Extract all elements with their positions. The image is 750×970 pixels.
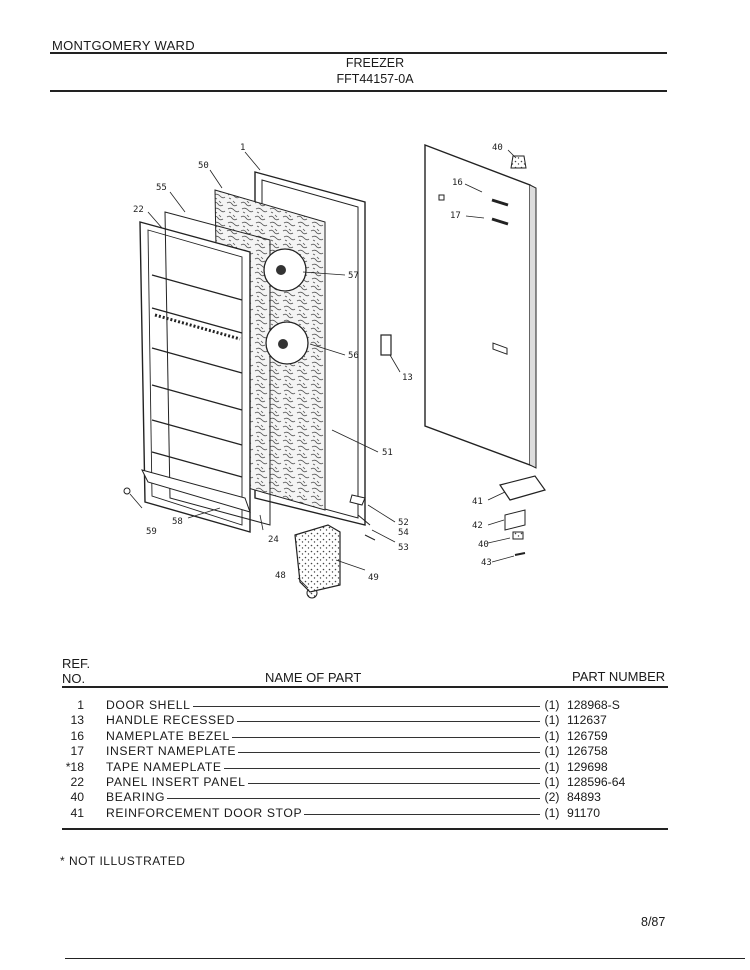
ref-no: 1 [77,698,84,712]
ref-no: 13 [70,713,84,728]
revision-date: 8/87 [641,915,666,929]
callout: 22 [133,205,144,215]
callout: 54 [398,528,409,538]
table-bottom-rule [62,828,668,830]
part-name: BEARING [106,790,168,805]
callout: 43 [481,558,492,568]
part-number: 128596-64 [567,774,626,789]
part-number: 126758 [567,744,608,759]
part-number: 128968-S [567,698,620,712]
quantity: (1) [540,774,564,789]
part-name: PANEL INSERT PANEL [106,774,248,789]
col-head-no: NO. [62,671,86,686]
callout: 56 [348,351,359,361]
quantity: (1) [540,805,564,820]
page-bottom-rule [65,958,745,960]
part-name: INSERT NAMEPLATE [106,744,239,759]
brand-name: MONTGOMERY WARD [52,38,195,53]
part-name: NAMEPLATE BEZEL [106,728,232,743]
breaker-strip [141,469,251,513]
callout: 51 [382,448,393,458]
leader-lines [129,149,517,589]
page-title: FREEZER [345,56,405,70]
callout: 41 [472,497,483,507]
callout: 59 [146,527,157,537]
ref-no: 17 [70,744,84,759]
callout: 55 [156,183,167,193]
ref-no: 16 [70,728,84,743]
quantity: (1) [540,713,564,728]
ref-no: *18 [65,759,84,774]
bearing-top [510,155,527,169]
col-head-part-number: PART NUMBER [572,669,666,684]
door-stop-block [294,524,341,593]
ref-no: 41 [70,805,84,820]
ref-no: 40 [70,790,84,805]
callout: 17 [450,211,461,221]
quantity: (1) [540,728,564,743]
callout: 42 [472,521,483,531]
table-row: 13 HANDLE RECESSED (1)112637 [50,713,670,728]
part-name: HANDLE RECESSED [106,713,237,728]
exploded-parts-diagram: 1 50 55 22 57 56 13 51 40 16 17 41 42 40… [123,143,546,599]
hinge-assembly [499,475,546,556]
footnote: * NOT ILLUSTRATED [60,854,186,868]
recessed-handle [380,334,392,356]
callout: 40 [478,540,489,550]
quantity: (1) [540,698,564,712]
model-number: FFT44157-0A [336,72,414,86]
callout: 16 [452,178,463,188]
col-head-ref: REF. [62,656,91,671]
callout: 58 [172,517,183,527]
detail-circle-56 [265,321,309,365]
table-row: 1 DOOR SHELL (1)128968-S [50,698,670,713]
part-number: 112637 [567,713,607,728]
callout: 49 [368,573,379,583]
quantity: (1) [540,744,564,759]
part-number: 129698 [567,759,608,774]
quantity: (1) [540,759,564,774]
part-name: TAPE NAMEPLATE [106,759,224,774]
quantity: (2) [540,790,564,805]
callout: 1 [240,143,245,153]
table-row: 16 NAMEPLATE BEZEL (1)126759 [50,728,670,744]
ref-no: 22 [70,774,84,789]
callout: 24 [268,535,279,545]
callout: 40 [492,143,503,153]
header-rule-bottom [50,90,667,92]
callout-labels: 1 50 55 22 57 56 13 51 40 16 17 41 42 40… [133,143,503,583]
callout: 13 [402,373,413,383]
table-row: *18 TAPE NAMEPLATE (1)129698 [50,759,670,775]
callout: 52 [398,518,409,528]
table-header-rule [62,686,668,688]
title-block: FREEZER FFT44157-0A [0,55,750,87]
table-row: 22 PANEL INSERT PANEL (1)128596-64 [50,774,670,790]
detail-circle-57 [263,248,307,292]
panel-insert [139,221,251,533]
outer-door-panel [424,143,537,469]
callout: 48 [275,571,286,581]
screw-hardware [349,494,376,541]
part-name: REINFORCEMENT DOOR STOP [106,805,305,820]
door-gasket [164,211,271,526]
callout: 57 [348,271,359,281]
table-row: 41 REINFORCEMENT DOOR STOP (1)91170 [50,805,670,821]
col-head-name: NAME OF PART [265,670,362,685]
callout: 53 [398,543,409,553]
table-row: 40 BEARING (2)84893 [50,790,670,805]
header-rule-top [50,52,667,54]
part-name: DOOR SHELL [106,698,193,712]
screw-59 [123,487,131,495]
callout: 50 [198,161,209,171]
part-number: 126759 [567,728,608,743]
part-number: 84893 [567,790,601,805]
table-row: 17 INSERT NAMEPLATE (1)126758 [50,744,670,759]
part-number: 91170 [567,805,600,820]
